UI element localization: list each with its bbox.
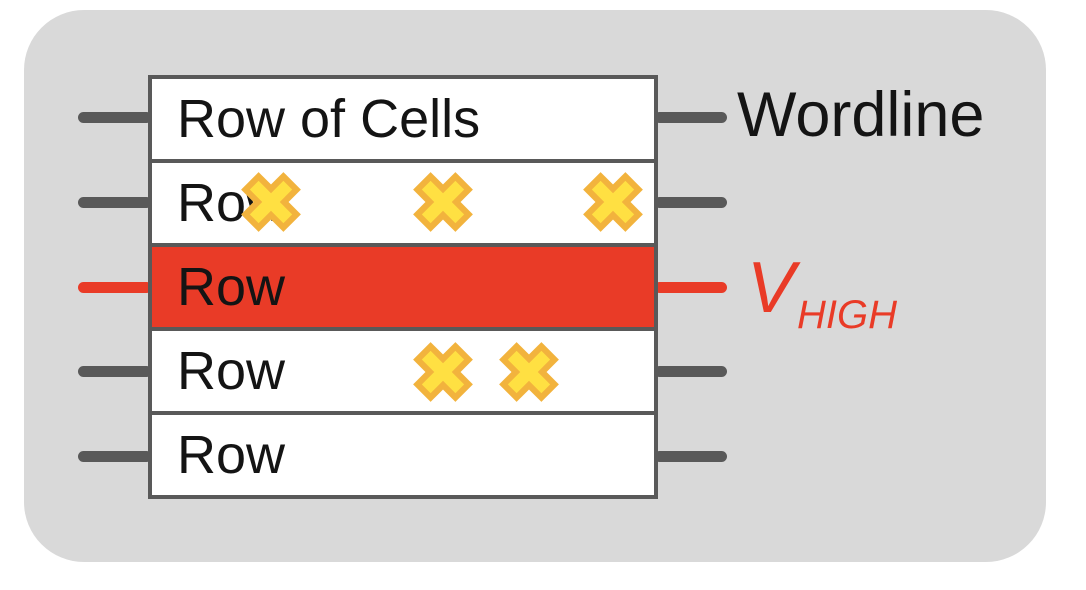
row-label: Row	[177, 425, 286, 485]
row-of-cells: Row	[152, 163, 654, 247]
error-x-icon	[238, 169, 304, 235]
error-x-icon	[580, 169, 646, 235]
row-label: Row of Cells	[177, 89, 481, 149]
row-label: Row	[177, 257, 286, 317]
wordline-stub-left	[78, 111, 152, 123]
vhigh-label: VHIGH	[747, 252, 897, 335]
wordline-stub-right	[654, 196, 727, 208]
wordline-label: Wordline	[737, 80, 985, 150]
vhigh-wordline-stub-left	[78, 281, 152, 293]
row-of-cells: Row	[152, 331, 654, 415]
row-of-cells: Row	[152, 415, 654, 495]
wordline-stub-right	[654, 366, 727, 378]
vhigh-subscript-text: HIGH	[797, 293, 898, 337]
wordline-stub-right	[654, 451, 727, 463]
wordline-stub-right	[654, 111, 727, 123]
wordline-stub-left	[78, 196, 152, 208]
error-x-icon	[410, 169, 476, 235]
row-of-cells: Row of Cells	[152, 79, 654, 163]
error-x-icon	[496, 339, 562, 405]
vhigh-wordline-stub-right	[654, 281, 727, 293]
wordline-stub-left	[78, 451, 152, 463]
vhigh-base-text: V	[747, 248, 796, 328]
wordline-stub-left	[78, 366, 152, 378]
row-active-vhigh: Row	[152, 247, 654, 331]
error-x-icon	[410, 339, 476, 405]
row-label: Row	[177, 341, 286, 401]
